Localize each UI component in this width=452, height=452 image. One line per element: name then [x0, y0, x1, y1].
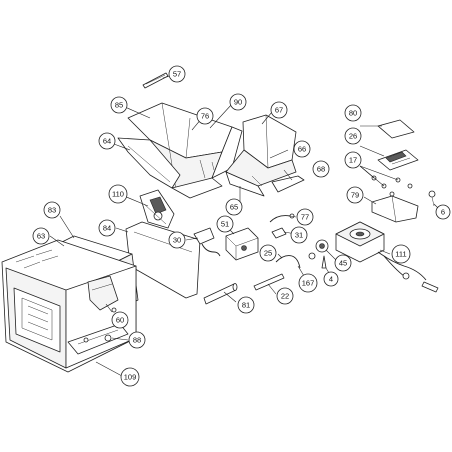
part-68-bracket — [271, 175, 305, 193]
callout-111: 111 — [391, 244, 411, 264]
svg-text:76: 76 — [201, 112, 209, 121]
callout-4: 4 — [323, 271, 339, 287]
callout-31: 31 — [290, 226, 308, 244]
svg-text:26: 26 — [349, 132, 357, 141]
svg-text:22: 22 — [281, 292, 289, 301]
callout-83: 83 — [43, 201, 61, 219]
svg-text:25: 25 — [264, 249, 272, 258]
callout-66: 66 — [293, 140, 311, 158]
svg-text:65: 65 — [230, 203, 238, 212]
part-77-probe — [269, 213, 295, 223]
svg-text:90: 90 — [234, 98, 242, 107]
part-26-circuit-board — [377, 149, 419, 171]
part-110-motor — [139, 189, 175, 229]
part-64-side-panel — [117, 137, 223, 199]
part-45-blower-wheel — [308, 239, 329, 260]
part-109-main-housing — [1, 239, 137, 373]
svg-text:83: 83 — [48, 206, 56, 215]
svg-text:51: 51 — [221, 220, 229, 229]
callout-80: 80 — [344, 104, 362, 122]
svg-text:111: 111 — [395, 250, 406, 259]
svg-text:85: 85 — [115, 101, 123, 110]
callout-77: 77 — [296, 208, 314, 226]
callout-17: 17 — [344, 151, 362, 169]
svg-text:167: 167 — [302, 279, 315, 288]
part-111-blower-assembly — [335, 221, 439, 293]
svg-text:88: 88 — [133, 336, 141, 345]
part-31-thermostat — [271, 227, 287, 239]
callout-68: 68 — [312, 160, 330, 178]
callout-109: 109 — [120, 367, 140, 387]
svg-text:63: 63 — [37, 232, 45, 241]
part-80-gasket — [377, 119, 415, 139]
callout-63: 63 — [32, 227, 50, 245]
part-88-washer — [104, 334, 112, 342]
callout-57: 57 — [168, 65, 186, 83]
callout-85: 85 — [110, 96, 128, 114]
svg-text:6: 6 — [441, 208, 445, 217]
callout-64: 64 — [98, 132, 116, 150]
svg-text:60: 60 — [116, 316, 124, 325]
svg-text:17: 17 — [349, 156, 357, 165]
svg-text:57: 57 — [173, 70, 181, 79]
svg-text:30: 30 — [173, 236, 181, 245]
svg-text:110: 110 — [112, 190, 124, 199]
callout-90: 90 — [229, 93, 247, 111]
svg-text:67: 67 — [275, 106, 283, 115]
svg-text:80: 80 — [349, 109, 357, 118]
part-22-igniter — [253, 273, 285, 291]
svg-text:64: 64 — [103, 137, 111, 146]
part-30-bracket — [193, 227, 221, 257]
svg-text:4: 4 — [329, 275, 333, 284]
part-67-chute — [225, 114, 297, 197]
callout-79: 79 — [346, 186, 364, 204]
callout-81: 81 — [237, 296, 255, 314]
part-81-auger-rod — [203, 283, 238, 305]
callout-76: 76 — [196, 107, 214, 125]
svg-text:79: 79 — [351, 191, 359, 200]
part-51-control-box — [225, 227, 259, 261]
callout-67: 67 — [270, 101, 288, 119]
svg-text:31: 31 — [295, 231, 303, 240]
svg-text:68: 68 — [317, 165, 325, 174]
part-57-rod — [142, 72, 169, 89]
callout-22: 22 — [276, 287, 294, 305]
callout-6: 6 — [435, 204, 451, 220]
callout-167: 167 — [298, 273, 318, 293]
svg-text:66: 66 — [298, 145, 306, 154]
callout-30: 30 — [168, 231, 186, 249]
part-6-knob — [428, 190, 436, 207]
svg-text:81: 81 — [242, 301, 250, 310]
callout-25: 25 — [259, 244, 277, 262]
callout-88: 88 — [128, 331, 146, 349]
callout-51: 51 — [216, 215, 234, 233]
svg-text:109: 109 — [124, 373, 137, 382]
callout-65: 65 — [225, 198, 243, 216]
callout-84: 84 — [98, 219, 116, 237]
part-25-tube — [275, 255, 301, 269]
svg-text:45: 45 — [339, 259, 347, 268]
part-17-standoffs — [371, 175, 413, 197]
part-4-screw — [321, 255, 327, 269]
callout-110: 110 — [108, 184, 128, 204]
svg-text:84: 84 — [103, 224, 111, 233]
callout-26: 26 — [344, 127, 362, 145]
callout-60: 60 — [111, 311, 129, 329]
svg-text:77: 77 — [301, 213, 309, 222]
part-60-inner-duct — [87, 275, 119, 311]
callout-45: 45 — [334, 254, 352, 272]
part-79-mount-bracket — [371, 195, 419, 223]
part-84-panel — [125, 221, 201, 299]
